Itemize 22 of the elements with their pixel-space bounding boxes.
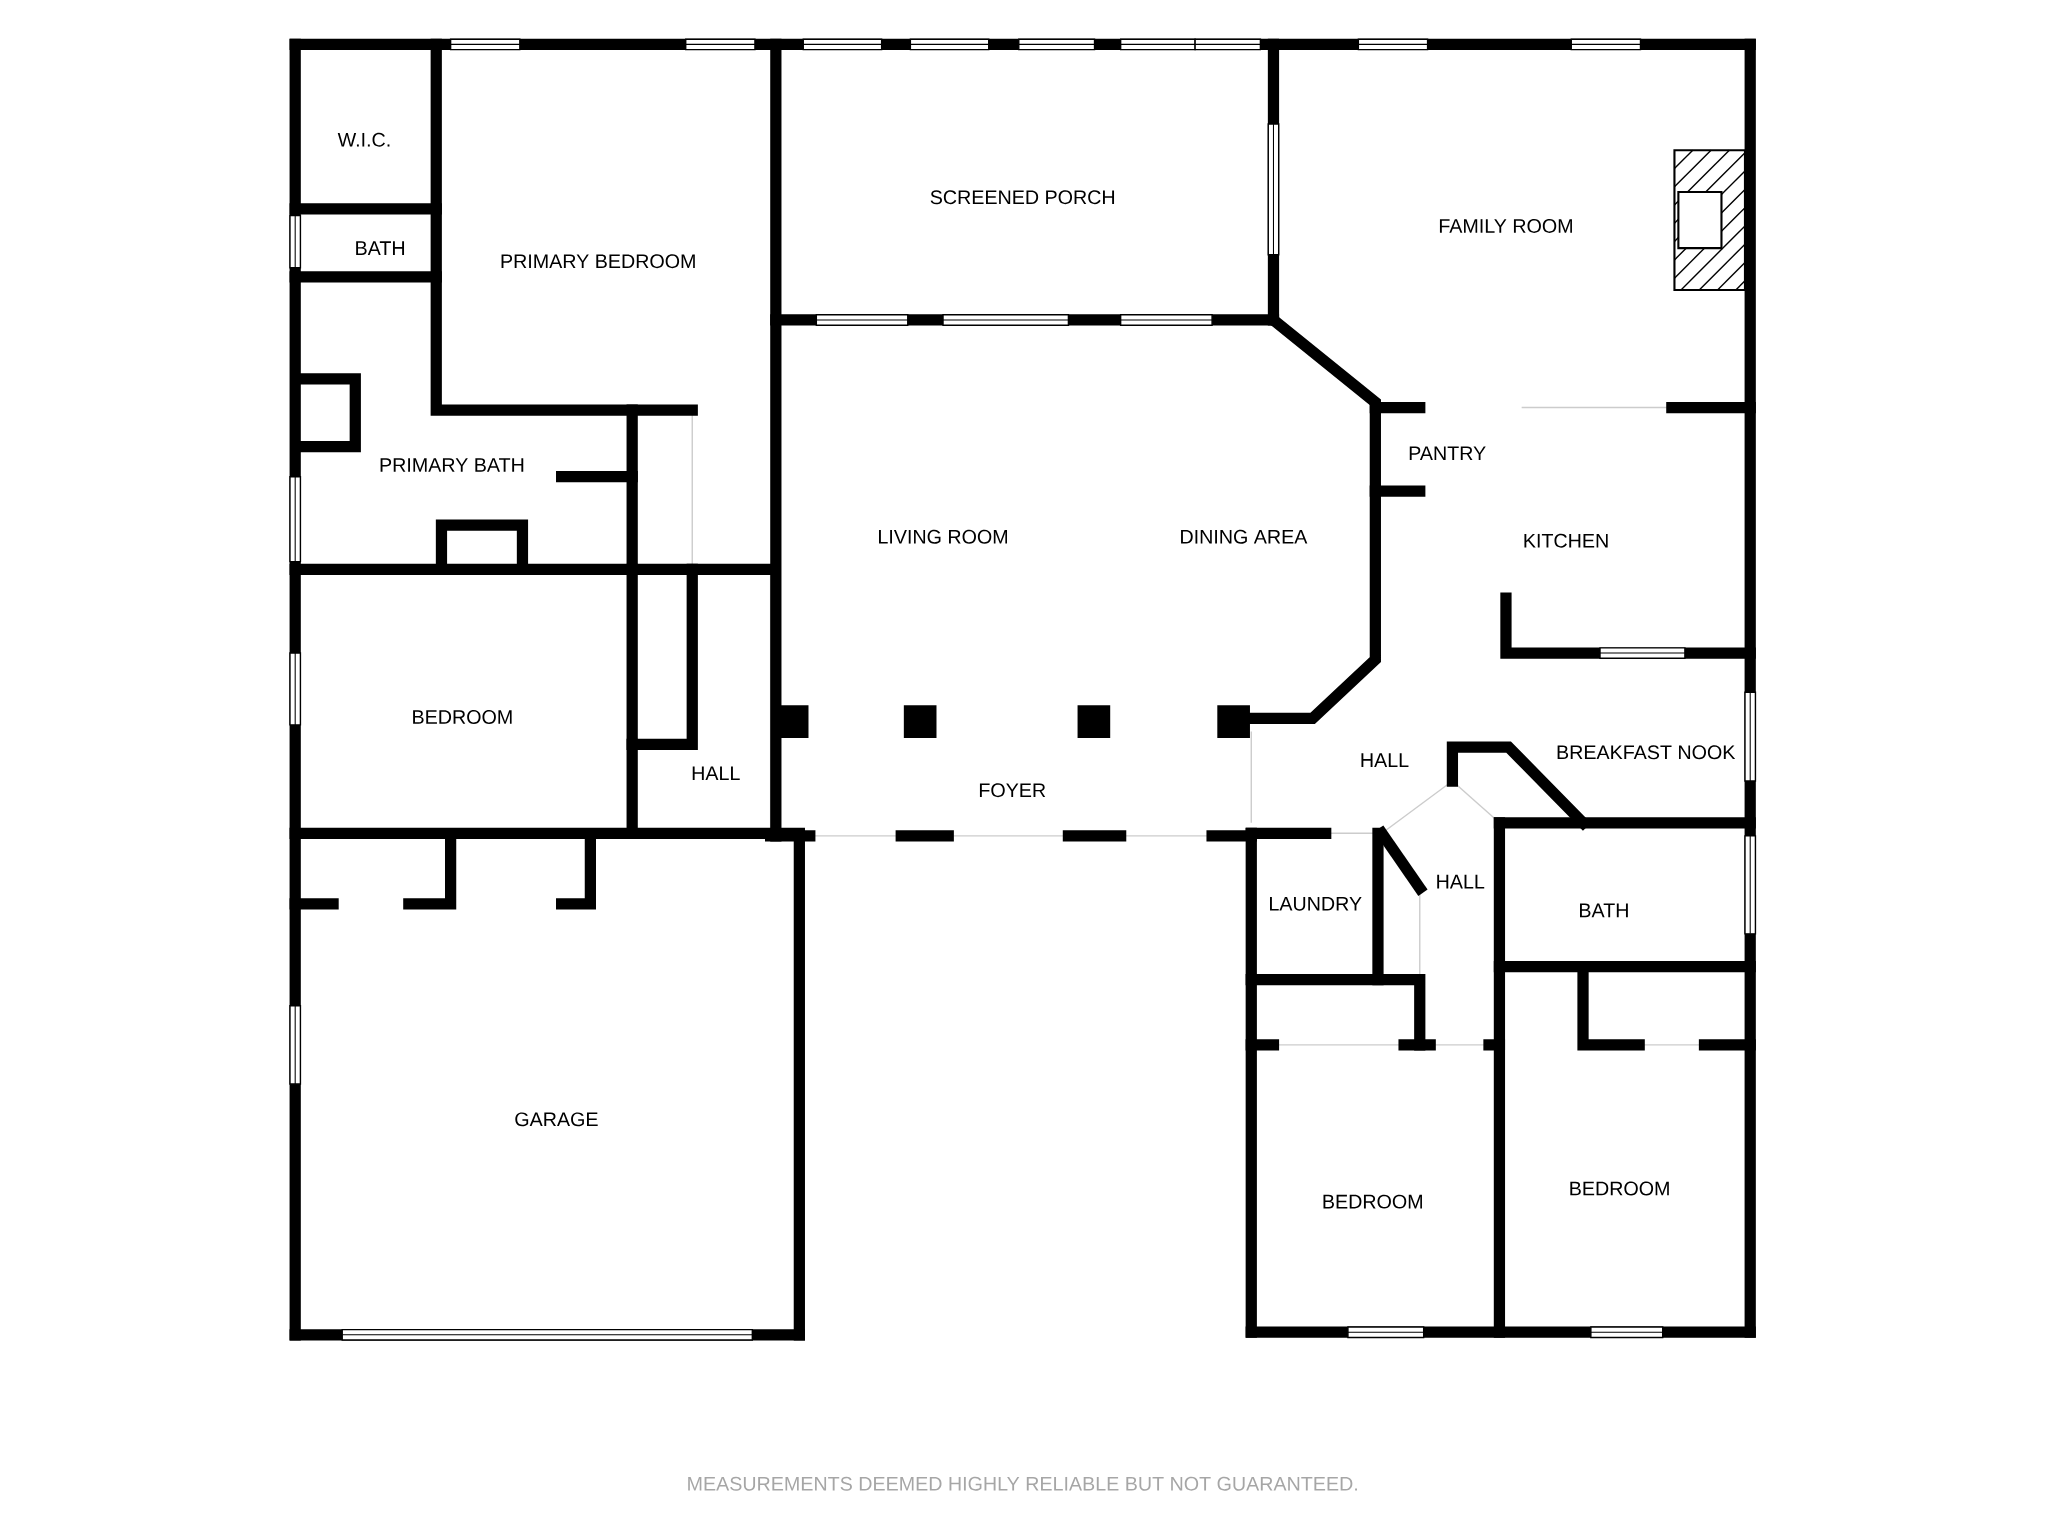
room-label: BEDROOM — [1323, 1194, 1422, 1209]
room-label: HALL — [1437, 874, 1485, 889]
room-label: BATH — [356, 241, 404, 255]
room-label: GARAGE — [515, 1112, 598, 1127]
room-label: HALL — [1361, 753, 1409, 767]
room-label: DINING AREA — [1181, 529, 1308, 544]
disclaimer-text: MEASUREMENTS DEEMED HIGHLY RELIABLE BUT NOT GUARANTEED. — [688, 1476, 1357, 1491]
room-label: FOYER — [979, 783, 1046, 798]
room-label: KITCHEN — [1524, 533, 1608, 548]
room-label: LIVING ROOM — [879, 529, 1007, 544]
room-label: BEDROOM — [413, 710, 512, 724]
room-label: W.I.C. — [337, 132, 390, 147]
room-label: FAMILY ROOM — [1439, 219, 1572, 233]
room-label: PRIMARY BATH — [380, 458, 524, 472]
room-label: PANTRY — [1409, 446, 1486, 460]
room-label: BATH — [1580, 903, 1628, 918]
room-label: LAUNDRY — [1270, 896, 1362, 911]
room-label: BREAKFAST NOOK — [1557, 745, 1736, 760]
room-label: HALL — [692, 766, 740, 780]
room-label: PRIMARY BEDROOM — [501, 254, 695, 269]
room-label: BEDROOM — [1570, 1181, 1669, 1196]
room-label: SCREENED PORCH — [930, 190, 1115, 205]
